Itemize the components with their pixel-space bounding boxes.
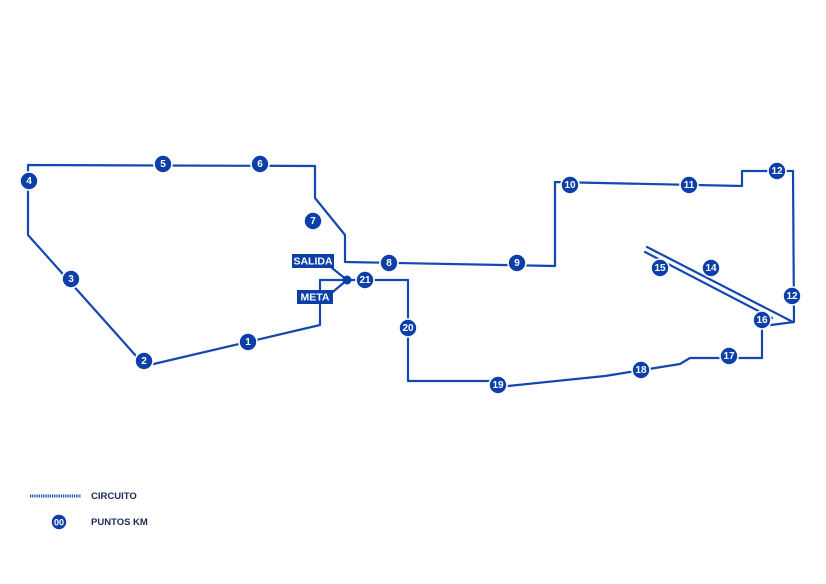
finish-label: META [297,290,333,304]
km-marker-label: 15 [654,263,666,274]
km-marker-label: 12 [771,166,783,177]
start-finish-junction [342,275,352,285]
km-marker-label: 1 [245,337,251,348]
km-marker-label: 18 [635,365,647,376]
km-marker: 11 [679,175,699,195]
km-marker: 15 [650,258,670,278]
km-marker: 12 [767,161,787,181]
km-marker-label: 9 [514,258,520,269]
km-marker: 21 [355,270,375,290]
km-marker: 19 [488,375,508,395]
km-marker: 5 [153,154,173,174]
km-marker-label: 12 [786,291,798,302]
legend-circuit-label: CIRCUITO [91,491,137,502]
km-marker-label: 3 [68,274,74,285]
km-marker: 17 [719,346,739,366]
route-left-loop [26,163,796,368]
km-marker-label: 8 [386,258,392,269]
legend-circuit: CIRCUITO [30,491,137,502]
km-marker-label: 5 [160,159,166,170]
legend-marker-sample: 00 [54,518,64,528]
finish-label-text: META [301,292,330,304]
km-marker: 8 [379,253,399,273]
km-marker-label: 21 [359,275,371,286]
km-marker: 12 [782,286,802,306]
legend: CIRCUITO 00 PUNTOS KM [30,491,148,531]
km-marker: 2 [134,351,154,371]
km-marker-label: 10 [564,180,576,191]
km-marker-label: 6 [257,159,263,170]
legend-marker-icon [50,513,68,531]
km-marker-label: 4 [26,176,32,187]
km-marker: 9 [507,253,527,273]
km-marker: 6 [250,154,270,174]
legend-km-points: 00 PUNTOS KM [50,513,148,531]
start-label: SALIDA [292,254,334,268]
km-markers: 1 2 3 4 5 6 7 8 9 10 11 12 12 14 15 16 1… [19,154,802,395]
km-marker-label: 2 [141,356,147,367]
km-marker: 10 [560,175,580,195]
start-label-text: SALIDA [293,256,333,268]
km-marker: 1 [238,332,258,352]
km-marker: 20 [398,318,418,338]
legend-km-label: PUNTOS KM [91,517,148,528]
km-marker: 7 [303,211,323,231]
km-marker-label: 17 [723,351,735,362]
km-marker-label: 19 [492,380,504,391]
km-marker-label: 16 [756,315,768,326]
km-marker-label: 20 [402,323,414,334]
km-marker: 14 [701,258,721,278]
km-marker-label: 7 [310,216,316,227]
km-marker: 3 [61,269,81,289]
km-marker: 4 [19,171,39,191]
km-marker: 16 [752,310,772,330]
km-marker: 18 [631,360,651,380]
km-marker-label: 11 [684,180,695,191]
route-return [345,278,764,389]
km-marker-label: 14 [705,263,717,274]
route-switchback-upper [645,245,795,324]
